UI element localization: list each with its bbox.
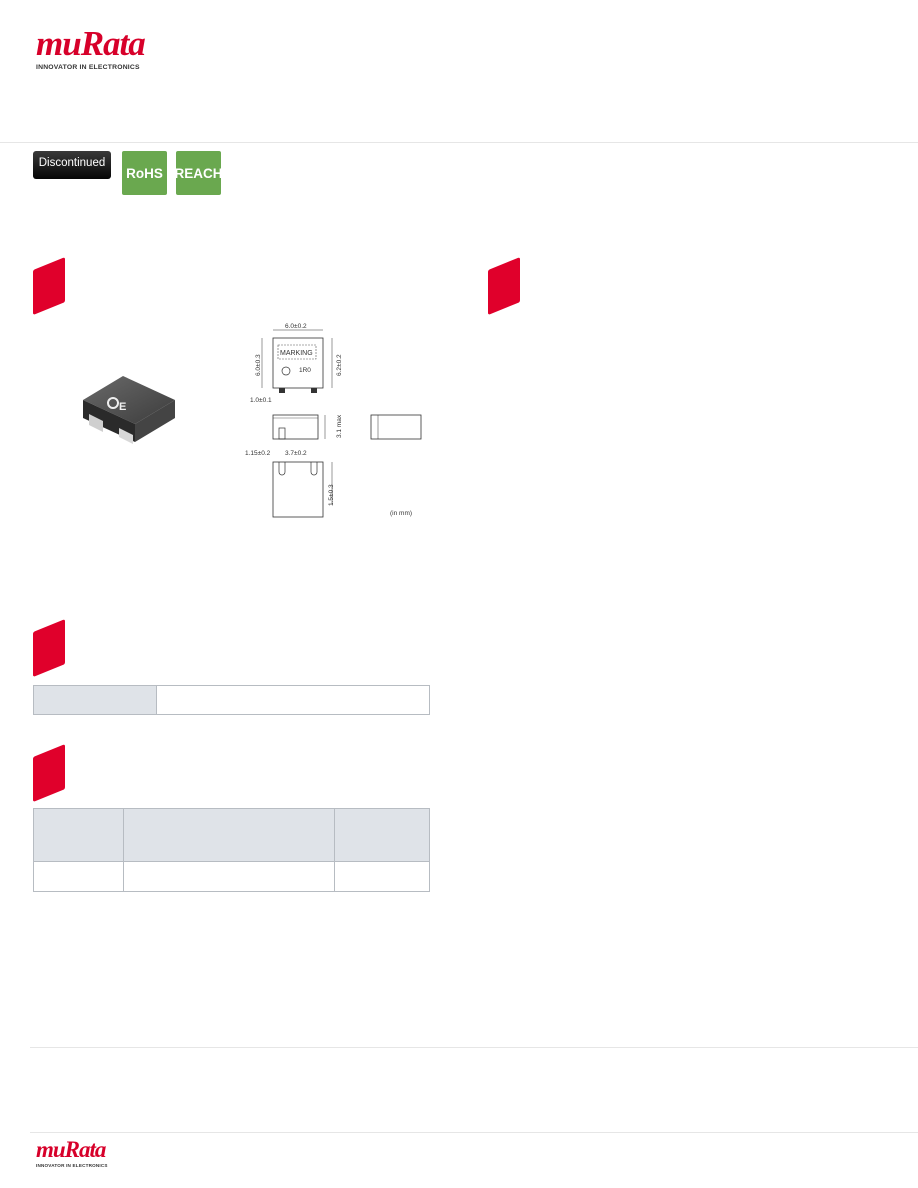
section-marker-appearance bbox=[33, 257, 65, 315]
header-divider bbox=[0, 142, 918, 143]
dim-bottom-center: 3.7±0.2 bbox=[285, 450, 307, 457]
dim-top-width: 6.0±0.2 bbox=[285, 323, 307, 330]
dim-unit: (in mm) bbox=[390, 510, 412, 517]
table-row bbox=[33, 861, 430, 892]
packaging-value-cell bbox=[156, 685, 430, 715]
status-badge-discontinued: Discontinued bbox=[33, 151, 111, 179]
dim-bottom-left: 1.15±0.2 bbox=[245, 450, 271, 457]
spec-header-cell-3 bbox=[334, 808, 430, 862]
spec-cell-1 bbox=[33, 861, 124, 892]
header-logo[interactable]: muRata INNOVATOR IN ELECTRONICS bbox=[36, 26, 186, 76]
spec-cell-2 bbox=[123, 861, 335, 892]
spec-header-cell-2 bbox=[123, 808, 335, 862]
reach-badge: REACH bbox=[175, 151, 223, 195]
table-row bbox=[33, 685, 430, 715]
dim-left-height: 6.0±0.3 bbox=[255, 354, 262, 376]
inductor-image: E bbox=[83, 376, 175, 444]
dim-side-height: 3.1 max bbox=[336, 414, 343, 438]
spec-header-cell-1 bbox=[33, 808, 124, 862]
footer-logo[interactable]: muRata INNOVATOR IN ELECTRONICS bbox=[36, 1138, 136, 1174]
packaging-header-cell bbox=[33, 685, 157, 715]
dim-lead: 1.0±0.1 bbox=[250, 397, 272, 404]
marking-code: 1R0 bbox=[299, 367, 311, 374]
packaging-table bbox=[33, 685, 430, 715]
logo-wordmark: muRata bbox=[36, 24, 146, 63]
dim-right-height: 6.2±0.2 bbox=[336, 354, 343, 376]
spec-cell-3 bbox=[334, 861, 430, 892]
footer-divider-top bbox=[30, 1047, 918, 1048]
product-photo: E bbox=[75, 370, 185, 450]
specifications-table bbox=[33, 808, 430, 892]
section-marker-features bbox=[488, 257, 520, 315]
component-letter: E bbox=[119, 401, 126, 413]
table-header-row bbox=[33, 808, 430, 862]
marking-label: MARKING bbox=[280, 350, 313, 357]
footer-logo-tagline: INNOVATOR IN ELECTRONICS bbox=[36, 1163, 108, 1168]
section-marker-specifications bbox=[33, 744, 65, 802]
rohs-badge: RoHS bbox=[122, 151, 167, 195]
dim-bottom-right: 1.5±0.3 bbox=[328, 484, 335, 506]
section-marker-packaging bbox=[33, 619, 65, 677]
footer-divider-bottom bbox=[30, 1132, 918, 1133]
footer-logo-wordmark: muRata bbox=[36, 1137, 106, 1162]
dimension-drawing: MARKING 1R0 6.0±0.2 6.0±0.3 6.2±0.2 1.0±… bbox=[228, 314, 428, 524]
logo-tagline: INNOVATOR IN ELECTRONICS bbox=[36, 64, 140, 71]
